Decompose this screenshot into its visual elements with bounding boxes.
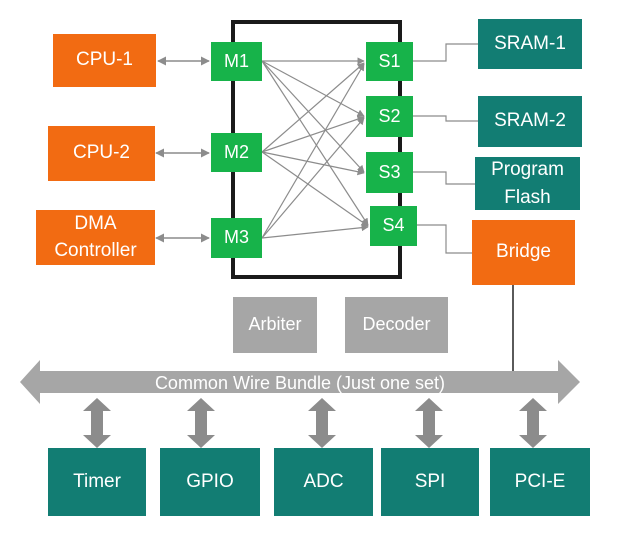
- xbar-m3-s4: [261, 224, 369, 239]
- peripheral-timer: Timer: [48, 448, 146, 516]
- slave-port-s2-label: S2: [378, 105, 401, 126]
- xbar-m2-s2: [261, 115, 365, 153]
- slave-port-s2: S2: [366, 96, 413, 137]
- peripheral-adc: ADC: [274, 448, 373, 516]
- slave-flash-label: Program Flash: [491, 158, 564, 208]
- slave-sram2-label: SRAM-2: [494, 110, 566, 132]
- xbar-m2-s3: [261, 151, 365, 176]
- slave-sram1: SRAM-1: [478, 19, 582, 69]
- slave-program-flash: Program Flash: [475, 157, 580, 210]
- master-port-m2: M2: [211, 133, 262, 172]
- slave-port-s4-label: S4: [382, 215, 405, 236]
- link-s2-sram2: [413, 115, 478, 122]
- peripheral-pcie-label: PCI-E: [514, 470, 566, 492]
- peripheral-spi-label: SPI: [414, 470, 446, 492]
- link-s3-flash: [413, 171, 475, 185]
- link-s1-sram1: [413, 43, 478, 62]
- arbiter-block: Arbiter: [233, 297, 317, 353]
- decoder-block: Decoder: [345, 297, 448, 353]
- master-cpu2: CPU-2: [48, 126, 155, 181]
- bus-tap-gpio: [187, 398, 215, 448]
- master-port-m3-label: M3: [223, 227, 249, 248]
- bus-tap-pcie: [519, 398, 547, 448]
- slave-port-s3: S3: [366, 152, 413, 193]
- peripheral-adc-label: ADC: [303, 470, 344, 492]
- xbar-m2-s4: [261, 151, 369, 227]
- master-port-m1-label: M1: [223, 50, 249, 71]
- xbar-m1-s4: [261, 60, 369, 226]
- bus-tap-adc: [308, 398, 336, 448]
- slave-port-s3-label: S3: [378, 161, 401, 182]
- decoder-label: Decoder: [362, 314, 431, 335]
- link-s4-bridge: [417, 224, 472, 254]
- master-cpu1: CPU-1: [53, 34, 156, 87]
- master-port-m2-label: M2: [223, 141, 249, 162]
- slave-port-s1: S1: [366, 42, 413, 81]
- slave-bridge: Bridge: [472, 220, 575, 285]
- master-port-m3: M3: [211, 218, 262, 258]
- peripheral-pcie: PCI-E: [490, 448, 590, 516]
- master-cpu2-label: CPU-2: [72, 142, 130, 164]
- xbar-m1-s2: [261, 60, 365, 117]
- slave-port-s4: S4: [370, 206, 417, 246]
- master-cpu1-label: CPU-1: [75, 49, 133, 71]
- slave-sram2: SRAM-2: [478, 96, 582, 147]
- peripheral-timer-label: Timer: [73, 470, 121, 492]
- bus-label: Common Wire Bundle (Just one set): [154, 372, 446, 393]
- master-port-m1: M1: [211, 42, 262, 81]
- slave-sram1-label: SRAM-1: [494, 32, 566, 54]
- slave-bridge-label: Bridge: [496, 241, 551, 263]
- xbar-m3-s1: [261, 63, 365, 239]
- peripheral-gpio-label: GPIO: [186, 470, 234, 492]
- peripheral-spi: SPI: [381, 448, 479, 516]
- xbar-m1-s3: [261, 60, 365, 173]
- slave-port-s1-label: S1: [378, 50, 401, 71]
- arbiter-label: Arbiter: [248, 314, 302, 335]
- xbar-m2-s1: [261, 62, 365, 153]
- master-dma-controller: DMA Controller: [36, 210, 155, 265]
- peripheral-gpio: GPIO: [160, 448, 260, 516]
- xbar-m3-s2: [261, 117, 365, 239]
- master-dma-label: DMA Controller: [54, 212, 137, 261]
- bus-tap-spi: [415, 398, 443, 448]
- common-wire-bundle: [20, 360, 580, 404]
- bus-tap-timer: [83, 398, 111, 448]
